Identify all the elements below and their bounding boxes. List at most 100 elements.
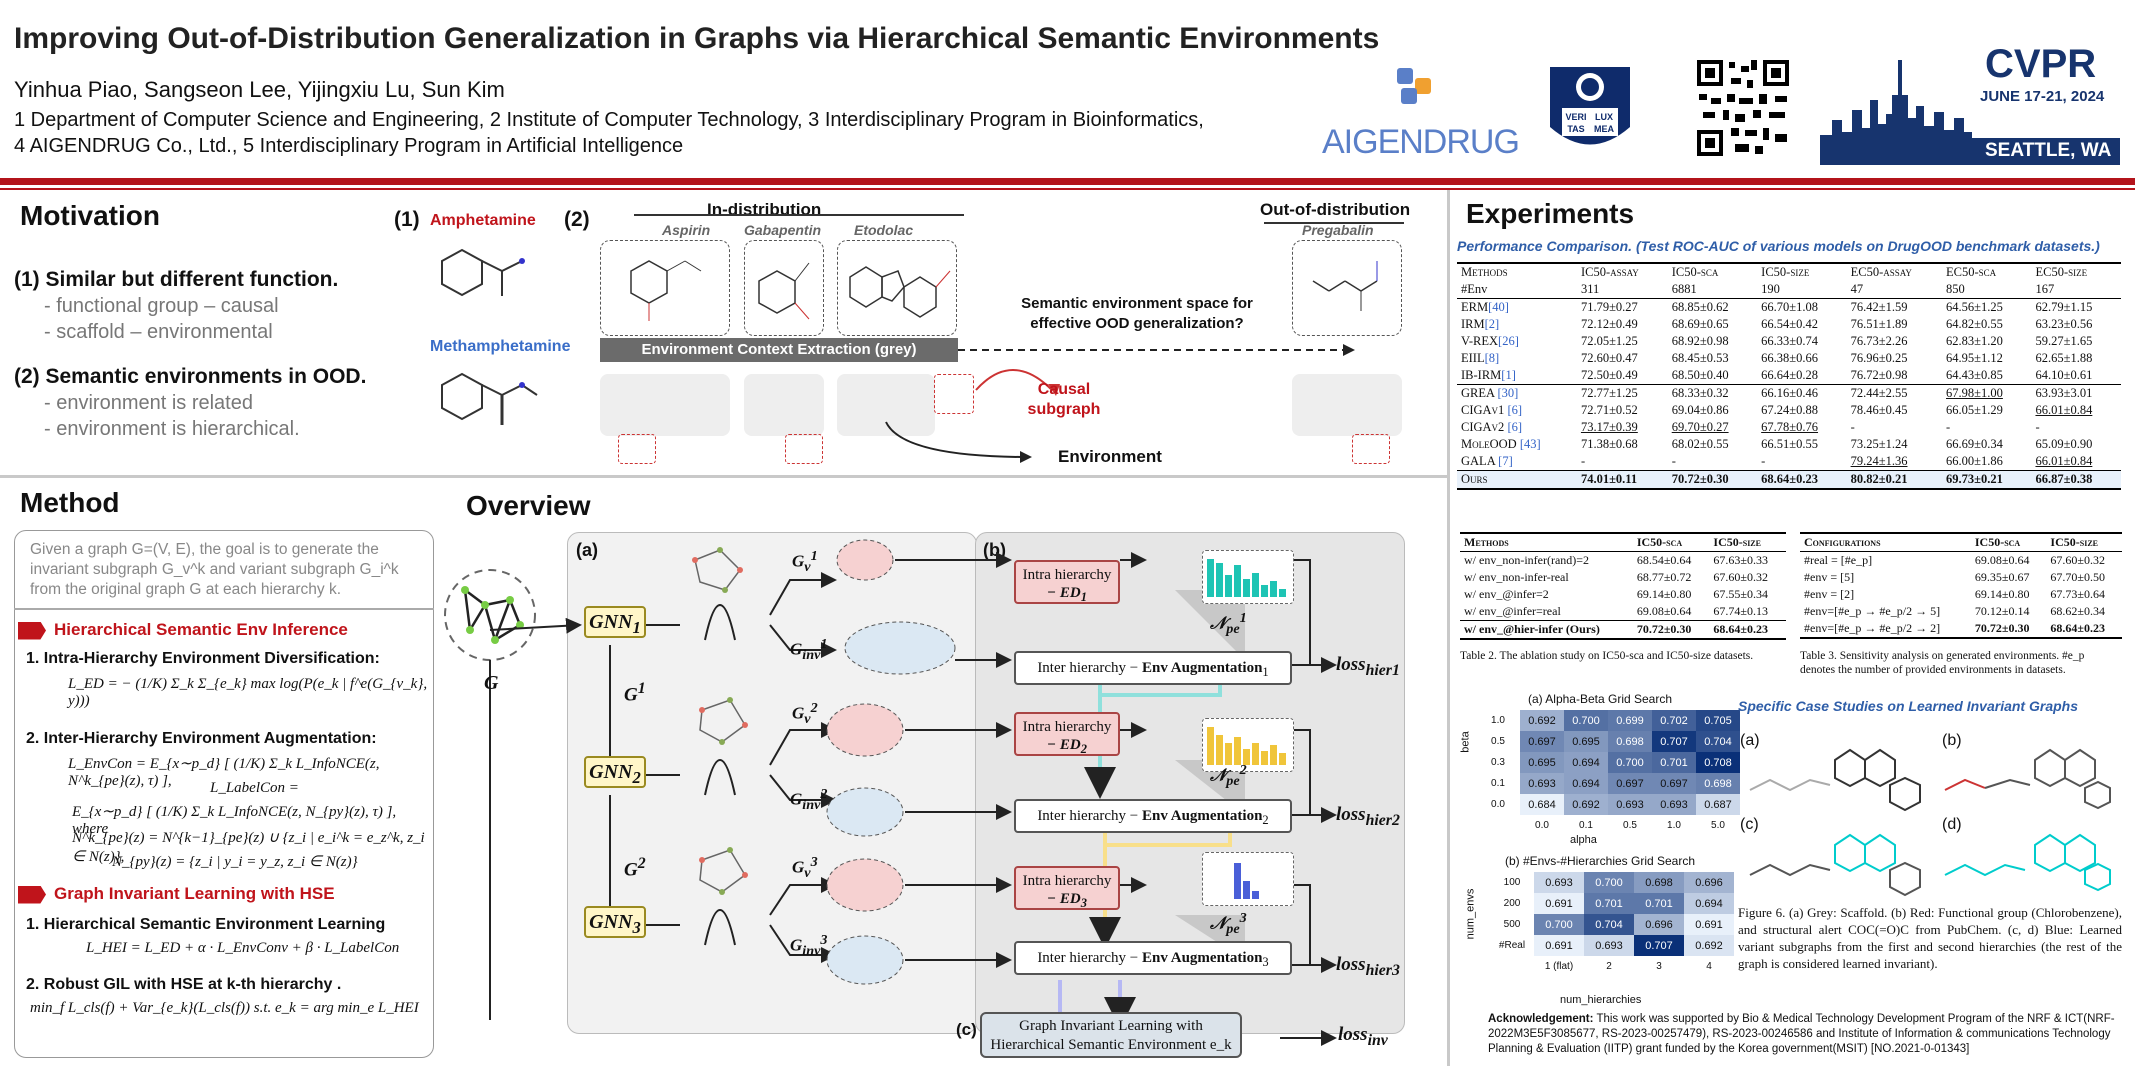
case-b-label: (b) <box>1942 732 1962 749</box>
ed-1-top: Intra hierarchy <box>1022 567 1112 583</box>
aug-box-2: Inter hierarchy − Env Augmentation2 <box>1014 799 1292 833</box>
method-intro: Given a graph G=(V, E), the goal is to g… <box>30 541 399 598</box>
affiliation-line-1: 1 Department of Computer Science and Eng… <box>14 109 1204 131</box>
loss-hier-3-main: loss <box>1336 954 1366 975</box>
fig-label-1: (1) <box>394 208 420 231</box>
input-to-gnn1-arrow <box>489 617 582 634</box>
input-graph-edges <box>463 589 522 642</box>
in-distribution-bracket <box>634 214 964 216</box>
table-cell: 71.38±0.68 <box>1580 437 1638 451</box>
table-cell: 64.82±0.55 <box>1946 317 2003 331</box>
snu-seal-text-1: VERI <box>1565 112 1586 122</box>
table-cell: 66.51±0.55 <box>1761 437 1819 451</box>
table-cell: 66.00±1.86 <box>1946 454 2003 468</box>
table-cell: w/ env_non-infer-real <box>1464 570 1569 584</box>
formula-envcon: L_EnvCon = E_{x∼p_d} [ (1/K) Σ_k L_InfoN… <box>68 756 380 789</box>
etodolac-causal-box <box>934 374 974 414</box>
table-cell: 71.79±0.27 <box>1580 300 1638 314</box>
heatmap1-xlabel: alpha <box>1570 834 1597 846</box>
heatmap-cell: 0.692 <box>1564 794 1608 815</box>
heatmap-cell: 0.701 <box>1634 893 1684 914</box>
pregabalin-causal-box <box>1352 434 1390 464</box>
gabapentin-causal-box <box>785 434 823 464</box>
heatmap-cell: 0.707 <box>1652 731 1696 752</box>
t3-h1: IC50-sca <box>1974 535 2021 549</box>
method-head-2: Graph Invariant Learning with HSE <box>18 884 335 904</box>
histogram-bar <box>1261 751 1268 765</box>
heatmap-ytick: 0.0 <box>1491 799 1505 810</box>
table-cell: 66.01±0.84 <box>2035 454 2093 468</box>
ed-3-subscript: 3 <box>1080 896 1087 910</box>
aug-3-bold: Env Augmentation <box>1141 950 1263 966</box>
gil-box-line-1: Graph Invariant Learning with <box>1019 1018 1203 1034</box>
aigendrug-wordmark: AIGENDRUG <box>1322 123 1520 161</box>
section-divider <box>0 475 1447 478</box>
method-name: GREA [30] <box>1461 386 1519 400</box>
gv1-sub: v <box>804 559 811 576</box>
table-cell: #env = [5] <box>1804 570 1855 584</box>
case-study-molecules <box>1749 748 2111 897</box>
histogram-bar <box>1261 585 1268 597</box>
table-cell: 68.50±0.40 <box>1671 368 1729 382</box>
table-cell: 69.14±0.80 <box>1974 587 2030 601</box>
table-cell: 64.95±1.12 <box>1946 351 2003 365</box>
method-name: GALA [7] <box>1461 454 1513 468</box>
etodolac-grey <box>837 374 935 436</box>
cvpr-city: SEATTLE, WA <box>1985 140 2112 161</box>
ack-label: Acknowledgement: <box>1488 1013 1594 1025</box>
histogram-bar <box>1225 575 1232 597</box>
g2-main: G <box>624 859 638 881</box>
t1-h3: IC50-size <box>1761 265 1810 279</box>
citation: [26] <box>1498 334 1519 348</box>
heatmap-cell: 0.700 <box>1608 752 1652 773</box>
ginv1-sup: 1 <box>820 636 828 652</box>
ginv3-sup: 3 <box>820 932 828 948</box>
heatmap-xtick: 1 (flat) <box>1544 961 1574 972</box>
heatmap-ytick: 0.5 <box>1491 736 1505 747</box>
heatmap-cell: 0.695 <box>1564 731 1608 752</box>
table-cell: 79.24±1.36 <box>1850 454 1908 468</box>
ood-bracket <box>1264 222 1404 224</box>
heatmap-cell: 0.692 <box>1520 710 1564 731</box>
snu-emblem: VERI LUX TAS MEA <box>1540 52 1640 167</box>
t1-o4: 80.82±0.21 <box>1850 472 1908 486</box>
qr-code-icon[interactable] <box>1695 58 1791 158</box>
method-head-1-text: Hierarchical Semantic Env Inference <box>54 620 348 639</box>
method-step-3: 1. Hierarchical Semantic Environment Lea… <box>26 916 386 933</box>
loss-hier-3: losshier3 <box>1336 954 1400 980</box>
citation: [1] <box>1501 368 1516 382</box>
aug-1-subscript: 1 <box>1262 665 1269 679</box>
t1-o2: 70.72±0.30 <box>1671 472 1729 486</box>
loss-inv: lossinv <box>1338 1024 1388 1050</box>
table-cell: 72.44±2.55 <box>1850 386 1908 400</box>
ed-3-top: Intra hierarchy <box>1022 873 1112 889</box>
etodolac-box <box>837 240 957 336</box>
t1-e3: 190 <box>1761 282 1780 296</box>
seattle-skyline-icon <box>1820 60 2120 165</box>
heatmap-cell: 0.695 <box>1520 752 1564 773</box>
gnn-1-subscript: 1 <box>632 618 641 637</box>
citation: [8] <box>1484 351 1500 365</box>
loss-inv-sub: inv <box>1367 1031 1388 1049</box>
t3-h2: IC50-size <box>2050 535 2098 549</box>
method-name: EIIL[8] <box>1461 351 1500 365</box>
citation: [30] <box>1497 386 1519 400</box>
method-step-4: 2. Robust GIL with HSE at k-th hierarchy… <box>26 976 342 993</box>
loss-hier-3-sub: hier3 <box>1365 961 1400 979</box>
method-intro-divider <box>14 608 434 610</box>
gnn-2-subscript: 2 <box>632 768 641 787</box>
table-cell: 66.54±0.42 <box>1761 317 1819 331</box>
npe3-sup: 3 <box>1239 910 1247 926</box>
table-cell: 64.10±0.61 <box>2035 368 2093 382</box>
snu-seal-text-4: MEA <box>1594 124 1615 134</box>
heatmap-xtick: 0.5 <box>1623 820 1637 831</box>
npe1-sub: pe <box>1226 621 1240 638</box>
qr-code[interactable] <box>1695 58 1791 158</box>
table-cell: 68.33±0.32 <box>1671 386 1729 400</box>
